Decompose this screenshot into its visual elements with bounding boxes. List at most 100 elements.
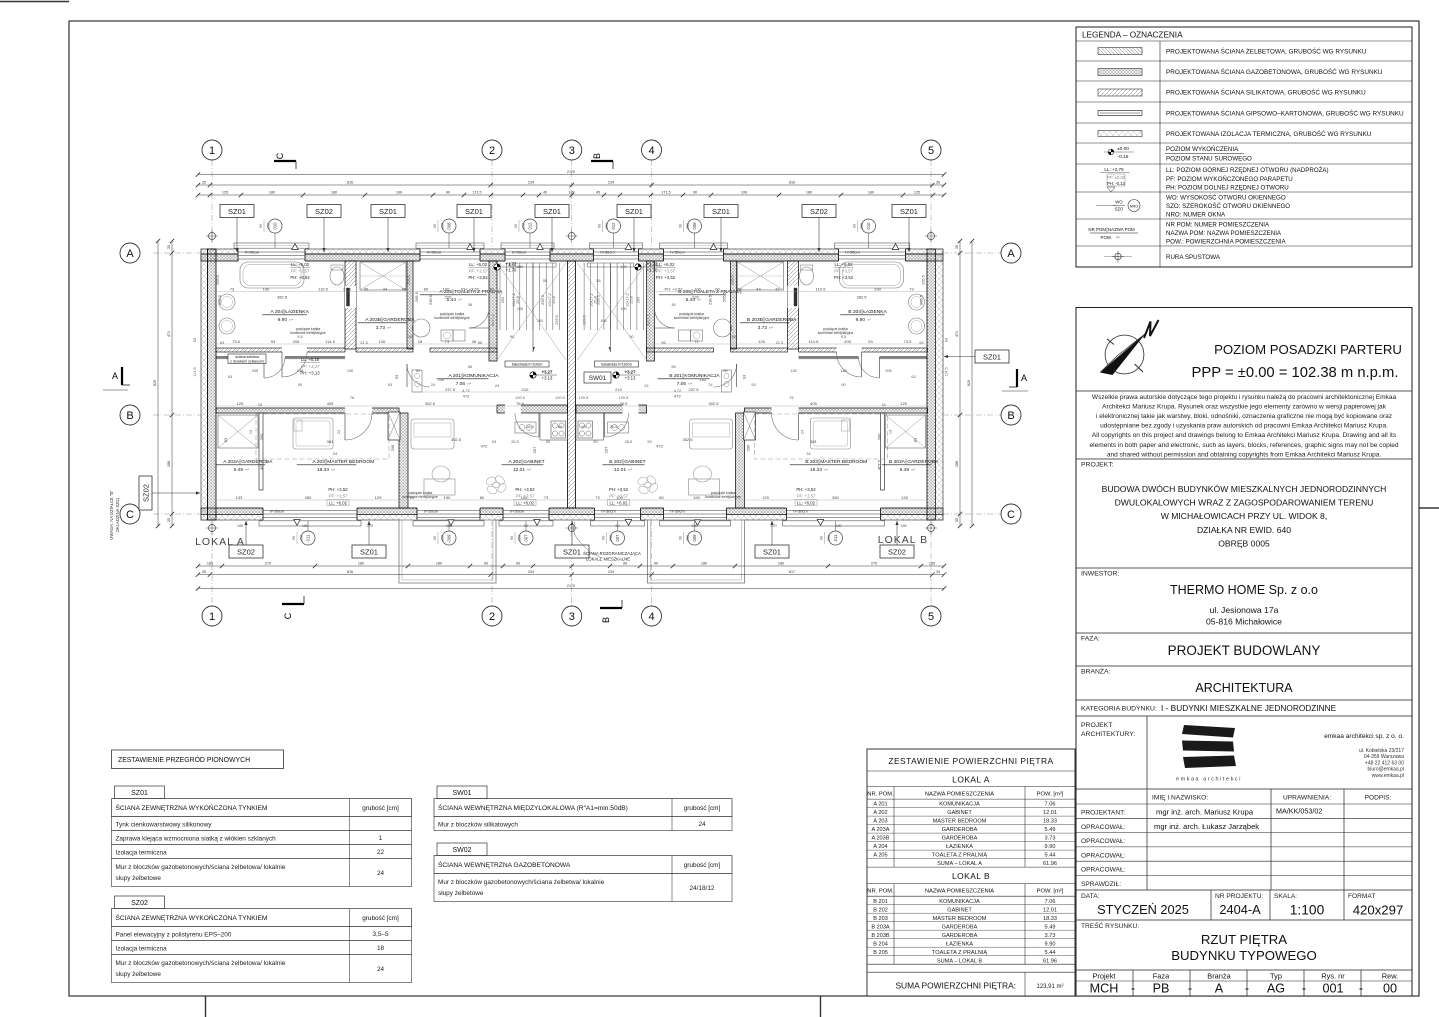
svg-text:5.44: 5.44 (1045, 950, 1056, 956)
svg-text:4: 4 (648, 145, 654, 157)
svg-text:SZ01: SZ01 (563, 548, 581, 557)
svg-text:podcięcie kratka: podcięcie kratka (296, 327, 321, 331)
svg-text:podcięcie kratka: podcięcie kratka (408, 491, 433, 495)
svg-text:207: 207 (604, 446, 609, 453)
svg-text:Projekt: Projekt (1092, 972, 1115, 981)
svg-text:5.44: 5.44 (686, 297, 696, 303)
svg-text:A: A (1007, 248, 1015, 260)
svg-text:60: 60 (581, 425, 585, 429)
svg-text:m²: m² (468, 382, 472, 386)
svg-text:kominowe wentylacyjne: kominowe wentylacyjne (705, 495, 741, 499)
svg-text:205: 205 (885, 369, 891, 373)
svg-text:SZ01: SZ01 (543, 207, 561, 216)
svg-text:NRO: NRO (1130, 205, 1138, 209)
svg-text:008: 008 (692, 222, 697, 230)
svg-text:220: 220 (445, 295, 452, 300)
svg-text:60: 60 (424, 286, 429, 291)
svg-text:25,8: 25,8 (552, 296, 556, 303)
svg-text:Izolacja termiczna: Izolacja termiczna (116, 850, 168, 857)
svg-text:C: C (275, 152, 285, 159)
svg-text:50: 50 (593, 440, 597, 444)
svg-text:m²: m² (770, 326, 774, 330)
svg-text:146: 146 (699, 378, 705, 382)
svg-text:PF: ±0.00: PF: ±0.00 (1107, 175, 1126, 180)
svg-text:16: 16 (881, 403, 885, 407)
svg-text:90: 90 (292, 536, 296, 540)
svg-text:POW. [m²]: POW. [m²] (1037, 889, 1064, 895)
svg-text:3.73: 3.73 (1045, 933, 1056, 939)
svg-text:LOKAL B: LOKAL B (878, 534, 928, 546)
svg-text:32: 32 (775, 286, 780, 291)
svg-text:22: 22 (377, 849, 385, 856)
svg-text:816: 816 (347, 180, 353, 184)
svg-text:LL: +6,02: LL: +6,02 (609, 500, 628, 505)
svg-text:PH: +3,52: PH: +3,52 (328, 487, 348, 492)
svg-text:265.5: 265.5 (216, 275, 220, 285)
svg-text:250: 250 (441, 535, 445, 541)
svg-text:OPRACOWAŁ:: OPRACOWAŁ: (1081, 838, 1126, 845)
svg-text:36: 36 (472, 339, 477, 344)
svg-text:234: 234 (608, 180, 614, 184)
svg-text:148: 148 (297, 369, 303, 373)
svg-text:63: 63 (228, 375, 232, 379)
svg-text:A 204: A 204 (270, 309, 283, 315)
svg-text:A: A (1215, 982, 1224, 996)
svg-text:m²: m² (332, 468, 336, 472)
svg-text:24: 24 (377, 870, 385, 877)
svg-text:90: 90 (514, 224, 518, 228)
svg-text:18.33: 18.33 (1043, 916, 1057, 922)
svg-text:biuro@emkaa.pl: biuro@emkaa.pl (1368, 767, 1404, 773)
svg-text:Zaprawa klejąca wzmocniona sia: Zaprawa klejąca wzmocniona siatką z włók… (116, 836, 277, 843)
svg-text:00: 00 (1383, 982, 1397, 996)
svg-text:B 203B: B 203B (871, 933, 890, 939)
svg-text:008: 008 (447, 222, 452, 230)
svg-text:199: 199 (741, 190, 747, 194)
svg-text:SZ01: SZ01 (360, 548, 378, 557)
svg-text:239.5: 239.5 (708, 294, 713, 305)
svg-text:TREŚĆ RYSUNKU:: TREŚĆ RYSUNKU: (1081, 921, 1139, 930)
svg-text:TOALETA Z PRALNIĄ: TOALETA Z PRALNIĄ (932, 853, 987, 859)
svg-text:26.5: 26.5 (526, 425, 533, 429)
svg-text:270: 270 (770, 524, 776, 528)
svg-text:ŁAZIENKA: ŁAZIENKA (946, 941, 973, 947)
svg-text:237.5: 237.5 (688, 387, 699, 392)
svg-text:LL: POZIOM GÓRNEJ RZĘDNEJ OTW: LL: POZIOM GÓRNEJ RZĘDNEJ OTWORU (NADPRO… (1166, 167, 1329, 174)
svg-text:35: 35 (167, 245, 171, 249)
svg-text:GARDEROBA: GARDEROBA (942, 827, 978, 833)
svg-text:Rys. nr: Rys. nr (1321, 972, 1345, 981)
svg-text:180: 180 (835, 524, 841, 528)
svg-text:120.5: 120.5 (515, 396, 525, 400)
svg-text:25,8: 25,8 (516, 296, 520, 303)
svg-text:PH: -0,12: PH: -0,12 (1107, 181, 1125, 186)
svg-text:SZ01: SZ01 (900, 207, 918, 216)
svg-text:mgr inż. arch. Mariusz Krupa: mgr inż. arch. Mariusz Krupa (1156, 808, 1254, 817)
svg-text:NR. POM.: NR. POM. (867, 889, 894, 895)
svg-text:PF: +3,57: PF: +3,57 (329, 494, 348, 499)
svg-text:61.96: 61.96 (1043, 861, 1057, 867)
svg-text:18.33: 18.33 (1043, 819, 1057, 825)
svg-text:229.5: 229.5 (540, 294, 545, 305)
svg-text:007: 007 (524, 534, 529, 542)
svg-text:457.5: 457.5 (259, 459, 264, 470)
svg-text:PROJEKTOWANA IZOLACJA TERMICZN: PROJEKTOWANA IZOLACJA TERMICZNA, GRUBOŚĆ… (1166, 129, 1372, 138)
svg-text:13: 13 (889, 430, 893, 434)
svg-text:239.5: 239.5 (731, 275, 735, 285)
svg-text:26.5: 26.5 (511, 440, 518, 444)
svg-text:LL: +6,02: LL: +6,02 (516, 500, 535, 505)
svg-text:PB: PB (1153, 982, 1170, 996)
svg-text:GARDEROBA: GARDEROBA (383, 317, 415, 323)
svg-text:93: 93 (647, 440, 651, 444)
svg-text:05-816 Michałowice: 05-816 Michałowice (1206, 617, 1282, 627)
svg-text:h=30cm: h=30cm (793, 509, 808, 514)
svg-text:LL: +6,02: LL: +6,02 (329, 500, 348, 505)
svg-text:9,5: 9,5 (297, 335, 302, 339)
svg-text:180: 180 (269, 190, 275, 194)
svg-text:12.01: 12.01 (1043, 810, 1057, 816)
svg-text:125: 125 (914, 190, 920, 194)
svg-text:+48 22 412 63 00: +48 22 412 63 00 (1365, 760, 1404, 766)
svg-text:63: 63 (193, 338, 197, 342)
svg-text:100: 100 (521, 495, 528, 500)
svg-text:237.5: 237.5 (445, 387, 456, 392)
svg-text:250: 250 (686, 223, 690, 229)
svg-text:LOKAL B: LOKAL B (952, 871, 990, 881)
